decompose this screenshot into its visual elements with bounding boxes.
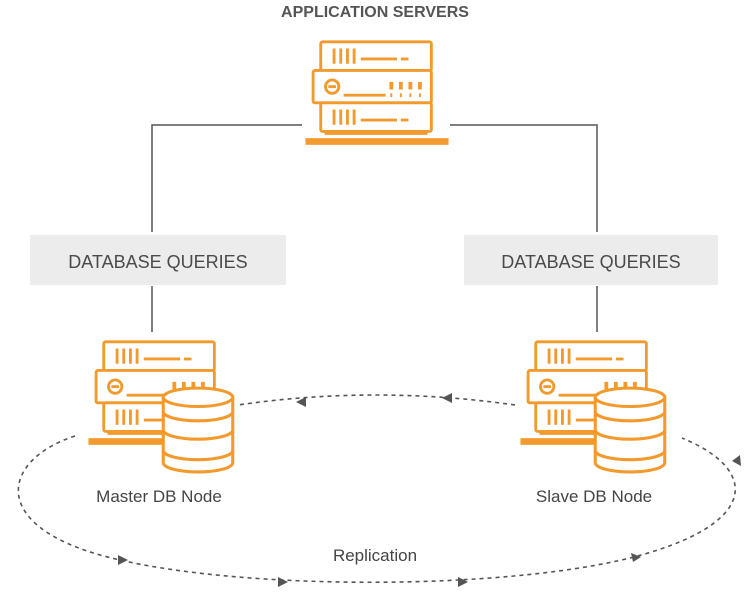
queries-box-right: DATABASE QUERIES [464,235,718,285]
queries-box-left: DATABASE QUERIES [30,235,286,285]
replication-path-bottom [17,435,736,584]
master-database-icon [161,386,235,474]
arrowhead-icon [278,577,288,587]
queries-label-right: DATABASE QUERIES [501,252,680,272]
replication-path-top [237,394,516,406]
slave-node-label: Slave DB Node [536,487,652,506]
arrowhead-icon [631,553,641,562]
replication-loop [17,394,736,584]
application-server-icon [305,42,448,145]
arrowhead-icon [296,397,306,407]
connector-right [450,124,598,232]
arrowhead-icon [442,393,452,403]
replication-label: Replication [333,546,417,565]
connector-left [151,124,302,232]
arrowhead-icon [118,555,128,565]
diagram-title: APPLICATION SERVERS [281,4,469,21]
master-node-label: Master DB Node [96,487,222,506]
queries-label-left: DATABASE QUERIES [68,252,247,272]
slave-database-icon [593,386,667,474]
arrowhead-icon [732,455,741,466]
replication-arrows [118,393,741,587]
connector-lines [151,124,598,332]
arrowhead-icon [458,577,468,587]
